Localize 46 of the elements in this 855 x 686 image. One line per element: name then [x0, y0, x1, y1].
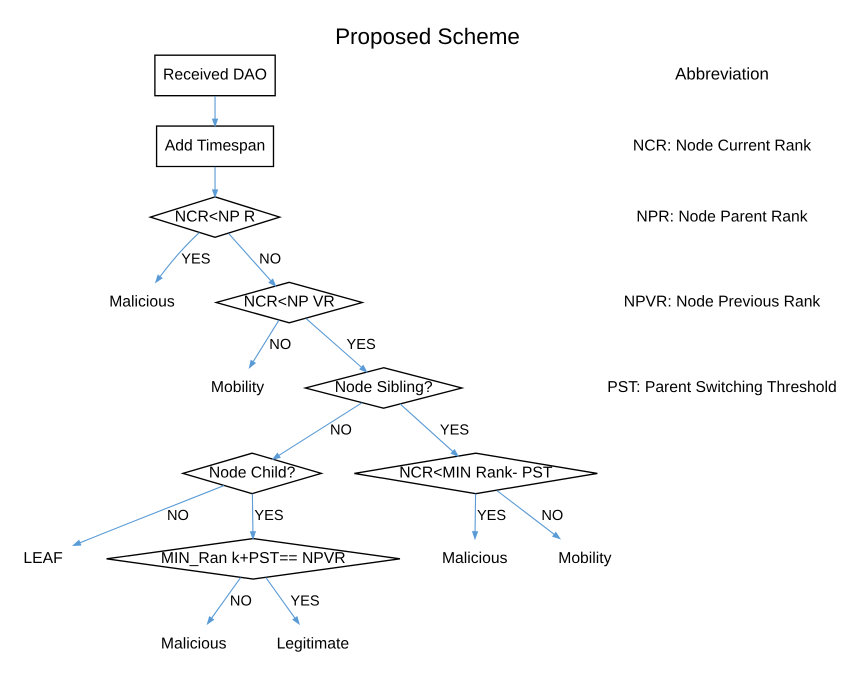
node-text: Malicious — [109, 294, 175, 311]
arrow — [212, 96, 218, 128]
node-text: LEAF — [23, 550, 63, 567]
edge-label: NO — [259, 252, 282, 268]
arrow — [206, 577, 242, 626]
edge-label: YES — [476, 508, 506, 524]
arrow — [248, 320, 280, 369]
node-diamond: NCR<NP R — [148, 196, 282, 238]
edge-label: NO — [541, 508, 564, 524]
label: PST: Parent Switching Threshold — [607, 379, 837, 396]
arrow — [212, 166, 218, 198]
edge-label: YES — [440, 422, 470, 439]
edge-label: YES — [181, 252, 211, 268]
node-text: Legitimate — [276, 635, 350, 652]
arrow — [228, 233, 277, 288]
node-diamond: Node Sibling? — [302, 367, 465, 409]
arrow — [272, 402, 362, 460]
node-box: Add Timespan — [156, 125, 274, 168]
edge-label: NO — [269, 337, 292, 354]
node-diamond: NCR<MIN Rank- PST — [354, 452, 598, 494]
edge-label: YES — [290, 593, 320, 610]
node-text: Malicious — [442, 550, 508, 567]
label: NCR: Node Current Rank — [632, 137, 812, 154]
label: NPR: Node Parent Rank — [636, 208, 808, 226]
node-text: Malicious — [160, 635, 226, 652]
node-text: Mobility — [558, 550, 612, 567]
node-diamond: NCR<NP VR — [214, 282, 365, 324]
arrow — [400, 404, 460, 458]
arrow — [265, 577, 300, 626]
edge-label: NO — [230, 593, 252, 610]
arrow — [306, 318, 368, 373]
edge-label: NO — [330, 422, 352, 439]
arrow — [154, 232, 200, 284]
arrow — [250, 494, 256, 540]
label: NPVR: Node Previous Rank — [624, 294, 820, 311]
node-box: Received DAO — [154, 54, 276, 96]
arrow — [496, 490, 562, 540]
edge-label: YES — [254, 508, 284, 524]
node-text: Mobility — [210, 379, 264, 396]
diagram-title: Proposed Scheme — [335, 24, 520, 49]
edge-label: NO — [166, 508, 189, 524]
edge-label: YES — [346, 337, 376, 354]
label: Abbreviation — [675, 64, 769, 84]
arrow — [472, 494, 478, 540]
node-diamond: MIN_Ran k+PST== NPVR — [106, 538, 401, 580]
arrow — [72, 485, 224, 546]
